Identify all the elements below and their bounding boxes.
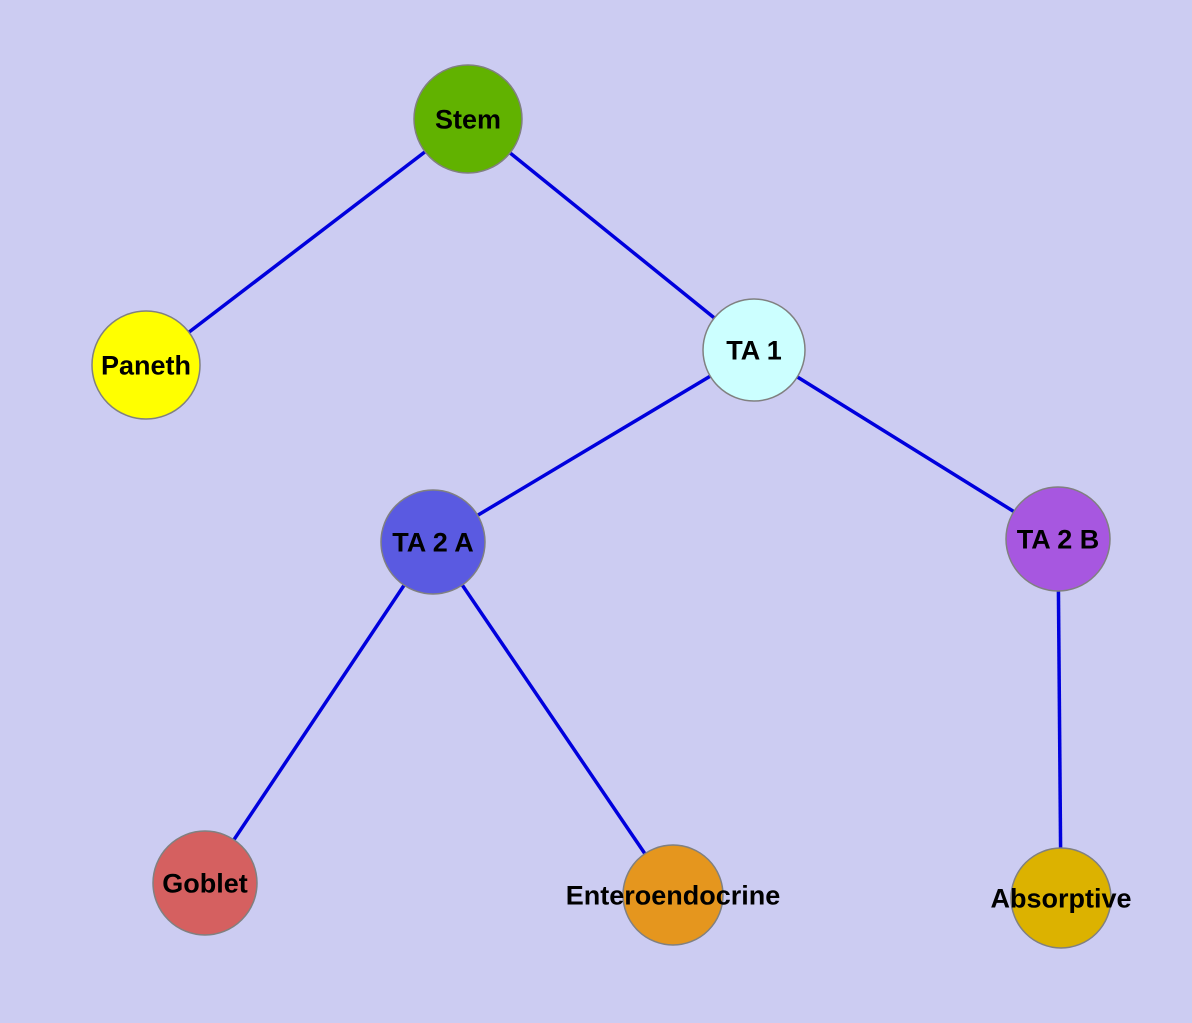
node-enteroendocrine [622, 844, 724, 946]
node-ta2a [380, 489, 486, 595]
node-label-goblet: Goblet [162, 869, 248, 899]
edge-ta2a-enteroendocrine [431, 541, 675, 896]
edge-ta1-ta2b [753, 348, 1059, 541]
node-ta2b [1005, 486, 1111, 592]
node-stem [413, 64, 523, 174]
node-label-absorptive: Absorptive [990, 884, 1131, 914]
edge-ta2a-goblet [203, 541, 435, 884]
node-paneth [91, 310, 201, 420]
node-goblet [152, 830, 258, 936]
edge-ta1-ta2a [432, 348, 755, 544]
node-label-ta2a: TA 2 A [392, 528, 474, 558]
edge-stem-ta1 [466, 117, 756, 352]
node-label-ta1: TA 1 [726, 336, 782, 366]
edge-stem-paneth [144, 117, 470, 367]
node-ta1 [702, 298, 806, 402]
node-label-enteroendocrine: Enteroendocrine [566, 881, 781, 911]
node-label-ta2b: TA 2 B [1017, 525, 1100, 555]
node-label-stem: Stem [435, 105, 501, 135]
node-absorptive [1010, 847, 1112, 949]
node-label-paneth: Paneth [101, 351, 191, 381]
edge-ta2b-absorptive [1056, 538, 1063, 899]
